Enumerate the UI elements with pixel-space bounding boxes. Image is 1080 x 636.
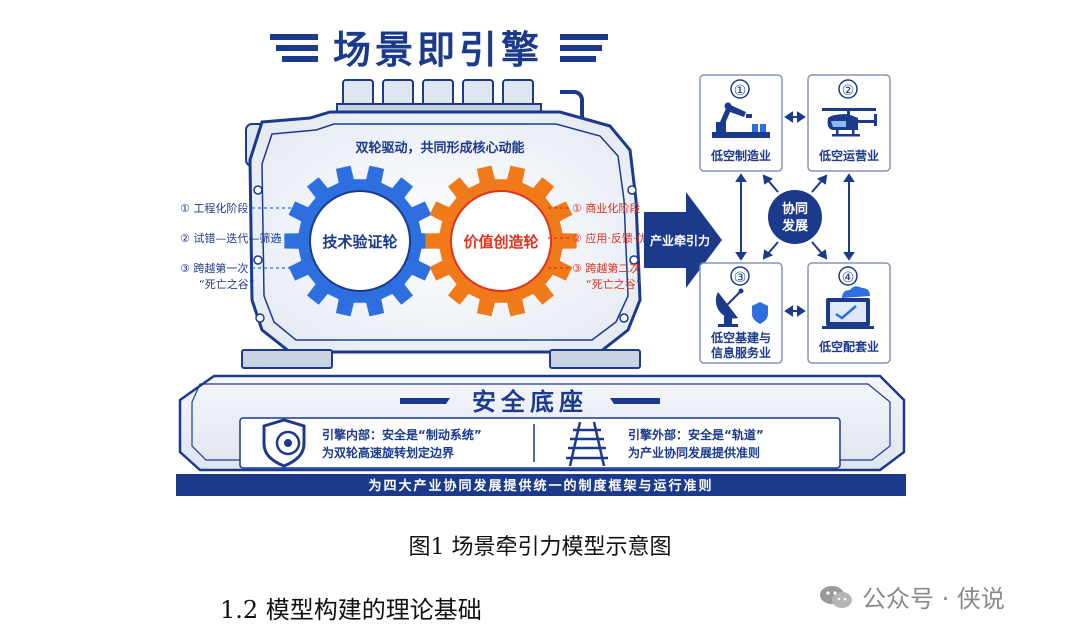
base-right-line-1: 引擎外部：安全是“轨道” (628, 427, 764, 442)
base-inner-panel (239, 417, 841, 469)
technology-stage-3-sub: “死亡之谷” (199, 277, 254, 291)
base-title: 安全底座 (472, 388, 588, 416)
industry-box-infrastructure: ③ 低空基建与 信息服务业 (699, 262, 783, 364)
engine-top-text: 双轮驱动，共同形成核心动能 (355, 140, 524, 156)
base-left-line-1: 引擎内部：安全是“制动系统” (322, 427, 482, 442)
technology-stage-3: ③ 跨越第一次 (180, 261, 248, 275)
technology-stage-1: ① 工程化阶段 (180, 201, 248, 215)
title-speed-lines-left (270, 34, 318, 62)
base-right-line-2: 为产业协同发展提供准则 (628, 445, 760, 460)
diagram-title: 场景即引擎 (333, 28, 543, 72)
title-speed-lines-right (560, 34, 608, 62)
industry-label-manufacturing: 低空制造业 (710, 148, 771, 163)
technology-gear-hub (309, 190, 411, 292)
industry-connectors (735, 111, 855, 317)
industry-label-infrastructure-2: 信息服务业 (711, 345, 771, 360)
value-gear-hub (450, 190, 552, 292)
base-title-decor (400, 398, 660, 404)
wechat-icon (820, 585, 852, 608)
industry-label-operations: 低空运营业 (818, 148, 879, 163)
shield-brake-icon (262, 418, 306, 468)
value-stage-3: ③ 跨越第二次 (572, 261, 640, 275)
engine-pipe (560, 90, 584, 120)
technology-gear: 技术验证轮 (284, 165, 436, 317)
satellite-dish-icon (715, 288, 768, 327)
industry-box-supporting: ④ 低空配套业 (807, 262, 891, 364)
technology-gear-label: 技术验证轮 (322, 233, 397, 251)
industry-label-supporting: 低空配套业 (818, 339, 879, 354)
value-stage-1: ① 商业化阶段 (572, 201, 640, 215)
industry-box-operations: ② 低空运营业 (807, 74, 891, 172)
industry-number-2: ② (842, 83, 855, 99)
value-stage-3-sub: “死亡之谷” (586, 277, 641, 291)
collaboration-center: 协同 发展 (768, 190, 822, 244)
value-stages: ① 商业化阶段 ② 应用·反馈·优化 ③ 跨越第二次 “死亡之谷” (548, 201, 658, 291)
collaboration-label-1: 协同 (782, 201, 808, 217)
title-group: 场景即引擎 (270, 28, 608, 72)
engine-feet (241, 349, 641, 369)
value-gear: 价值创造轮 (425, 165, 577, 317)
section-heading: 1.2 模型构建的理论基础 (220, 596, 482, 624)
base-bottom-text: 为四大产业协同发展提供统一的制度框架与运行准则 (368, 478, 713, 494)
base-bottom-band (176, 474, 906, 496)
technology-stages: ① 工程化阶段 ② 试错—迭代—筛选 ③ 跨越第一次 “死亡之谷” (180, 201, 300, 291)
collaboration-label-2: 发展 (781, 218, 809, 234)
industry-box-manufacturing: ① 低空制造业 (699, 74, 783, 172)
technology-stage-2: ② 试错—迭代—筛选 (180, 231, 281, 245)
watermark-text: 公众号 · 侠说 (862, 585, 1005, 613)
figure-caption: 图1 场景牵引力模型示意图 (408, 535, 672, 560)
base-left-line-2: 为双轮高速旋转划定边界 (322, 445, 454, 460)
industry-number-3: ③ (734, 270, 747, 286)
industry-label-infrastructure-1: 低空基建与 (710, 330, 771, 345)
value-gear-label: 价值创造轮 (463, 233, 538, 251)
computer-cloud-icon (822, 286, 874, 329)
value-stage-2: ② 应用·反馈·优化 (572, 231, 658, 245)
industry-number-1: ① (734, 83, 747, 99)
robot-arm-icon (712, 102, 770, 138)
watermark: 公众号 · 侠说 (818, 579, 1005, 614)
industry-number-4: ④ (842, 270, 855, 286)
helicopter-icon (822, 108, 877, 137)
engine-bolts (253, 185, 639, 323)
rail-track-icon (566, 421, 608, 467)
industry-traction-label: 产业牵引力 (650, 233, 710, 248)
safety-base: 安全底座 引擎内部：安全是“制动系统” 为双轮高速旋转划定边界 引擎外部：安全是… (176, 374, 906, 496)
